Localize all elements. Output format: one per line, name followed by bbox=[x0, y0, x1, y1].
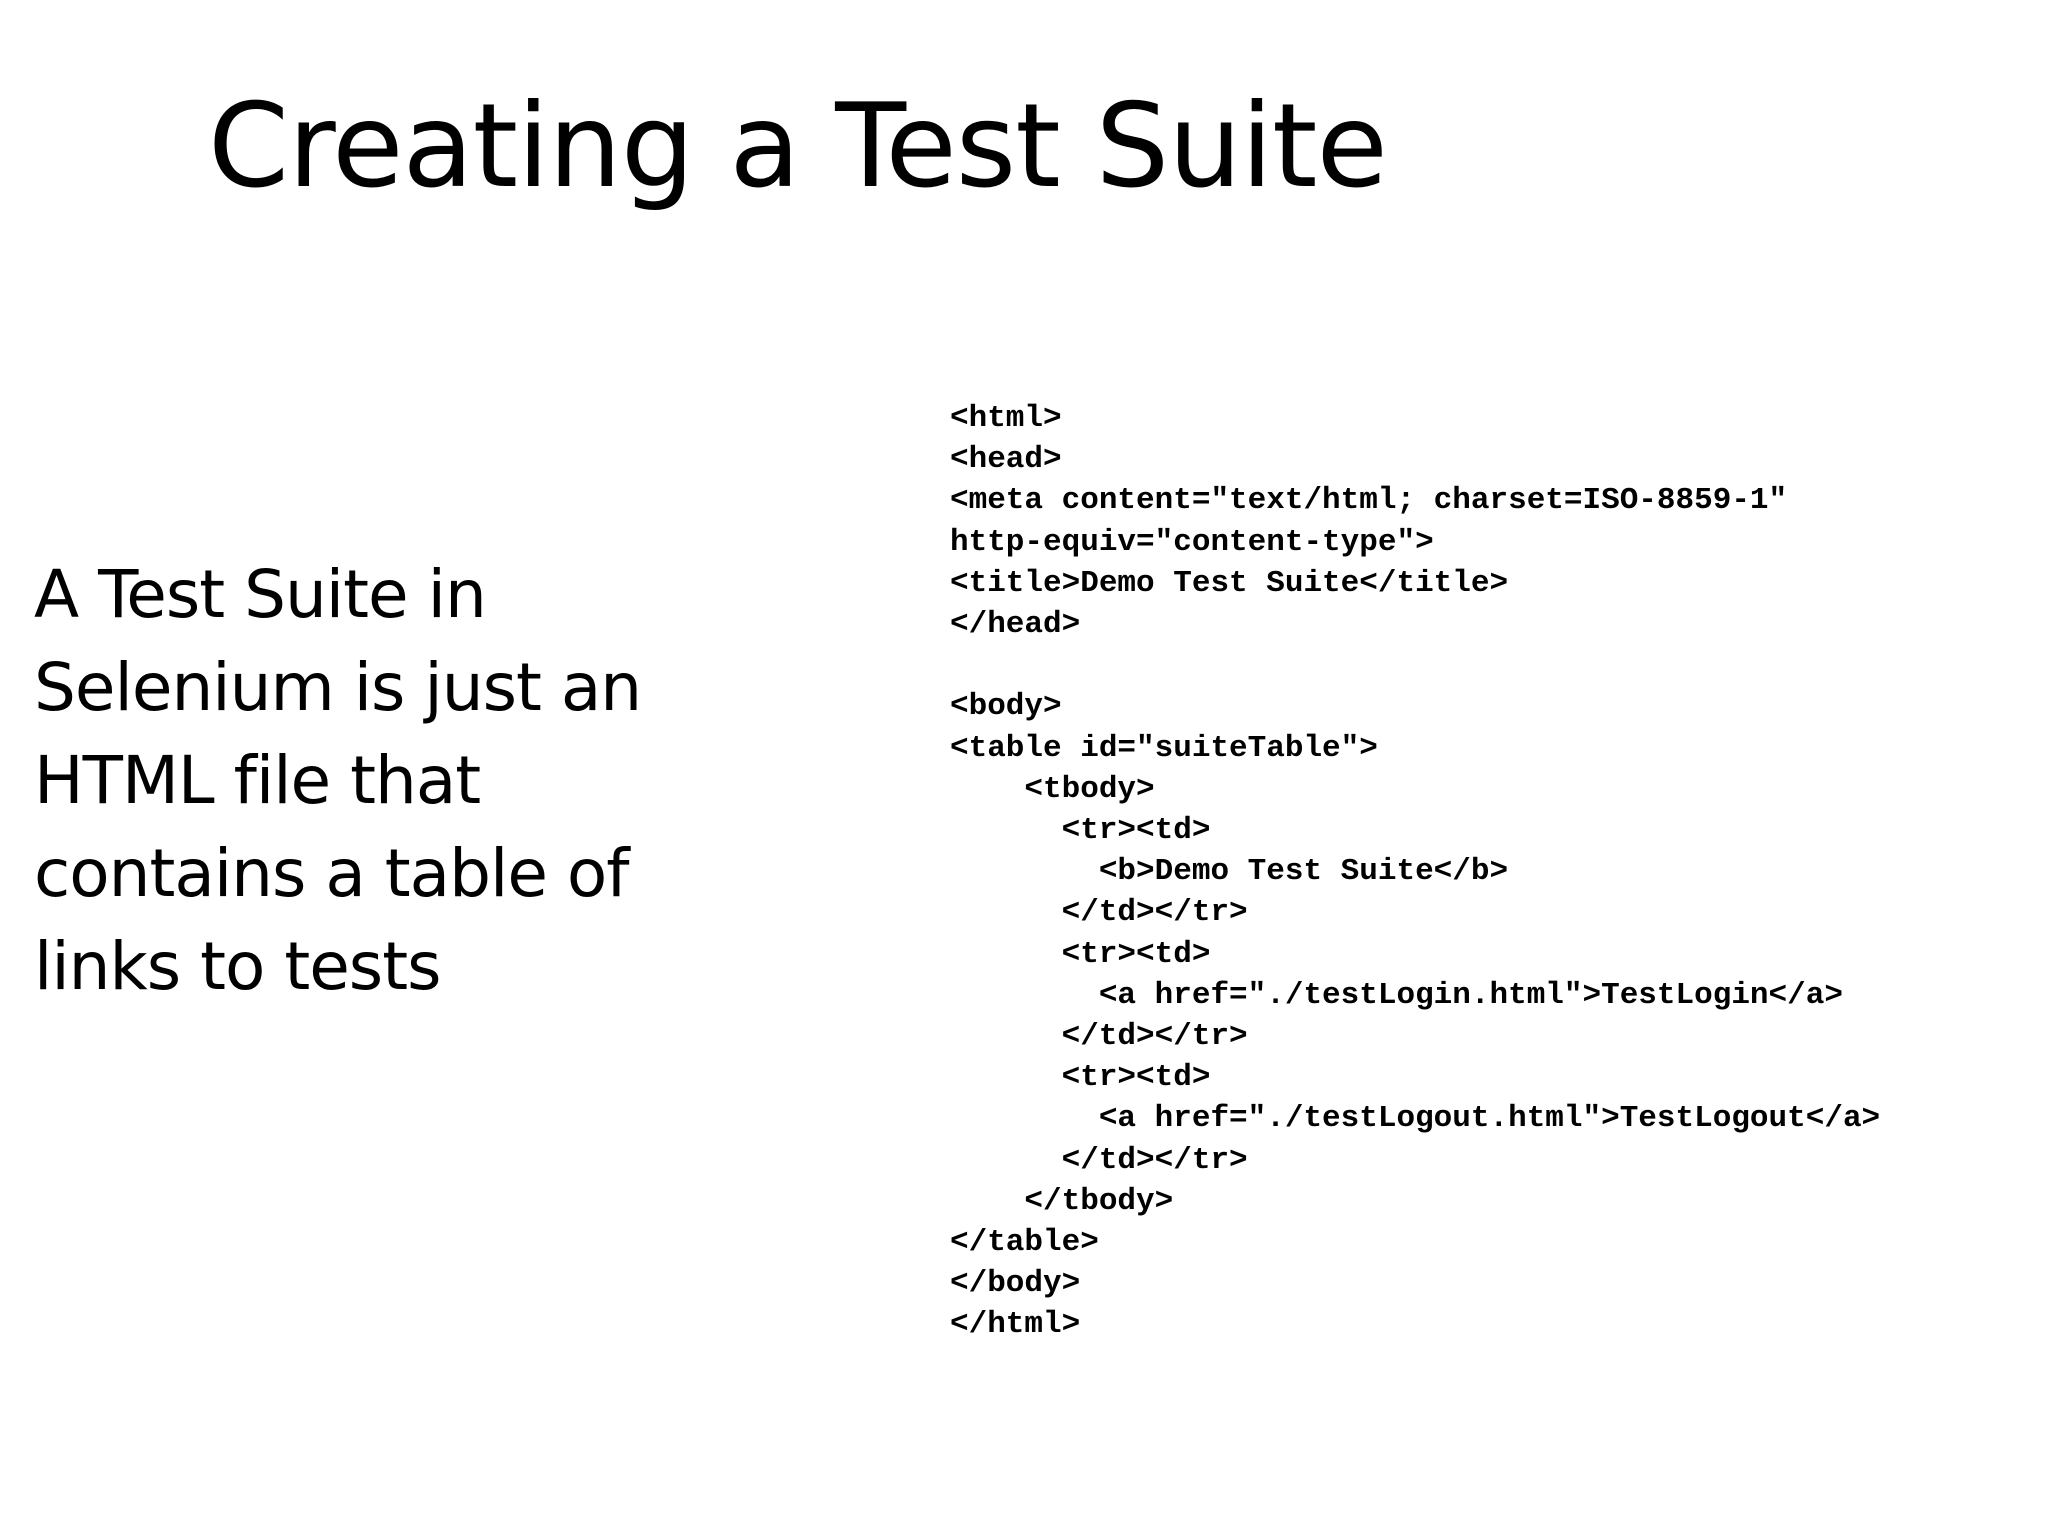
body-text-line: A Test Suite in bbox=[34, 556, 487, 633]
code-line: <a href="./testLogin.html">TestLogin</a> bbox=[950, 977, 1843, 1013]
code-line: <tr><td> bbox=[950, 936, 1211, 972]
code-line: </table> bbox=[950, 1225, 1099, 1261]
code-line: <meta content="text/html; charset=ISO-88… bbox=[950, 483, 1788, 519]
code-line: </head> bbox=[950, 607, 1081, 643]
body-text-line: contains a table of bbox=[34, 835, 630, 912]
code-line: </td></tr> bbox=[950, 1142, 1248, 1178]
code-line: </tbody> bbox=[950, 1183, 1174, 1219]
code-line: <title>Demo Test Suite</title> bbox=[950, 565, 1509, 601]
code-line: <body> bbox=[950, 689, 1062, 725]
code-line-blank bbox=[950, 645, 1880, 686]
code-line: <head> bbox=[950, 442, 1062, 478]
code-line: <b>Demo Test Suite</b> bbox=[950, 854, 1509, 890]
code-line: </td></tr> bbox=[950, 1019, 1248, 1055]
code-line: <tr><td> bbox=[950, 1060, 1211, 1096]
code-line: <html> bbox=[950, 401, 1062, 436]
code-line: </body> bbox=[950, 1266, 1081, 1302]
code-line: <table id="suiteTable"> bbox=[950, 730, 1378, 766]
code-line: </html> bbox=[950, 1307, 1081, 1343]
code-line: http-equiv="content-type"> bbox=[950, 524, 1434, 560]
code-line: <tbody> bbox=[950, 771, 1155, 807]
code-listing: <html> <head> <meta content="text/html; … bbox=[950, 398, 1880, 1346]
code-line: <tr><td> bbox=[950, 813, 1211, 849]
body-text-line: Selenium is just an bbox=[34, 649, 642, 726]
code-line: </td></tr> bbox=[950, 895, 1248, 931]
slide-title: Creating a Test Suite bbox=[208, 79, 1388, 214]
slide-body-text: A Test Suite in Selenium is just an HTML… bbox=[34, 548, 694, 1013]
body-text-line: links to tests bbox=[34, 928, 441, 1005]
code-line: <a href="./testLogout.html">TestLogout</… bbox=[950, 1101, 1881, 1137]
body-text-line: HTML file that bbox=[34, 742, 481, 819]
